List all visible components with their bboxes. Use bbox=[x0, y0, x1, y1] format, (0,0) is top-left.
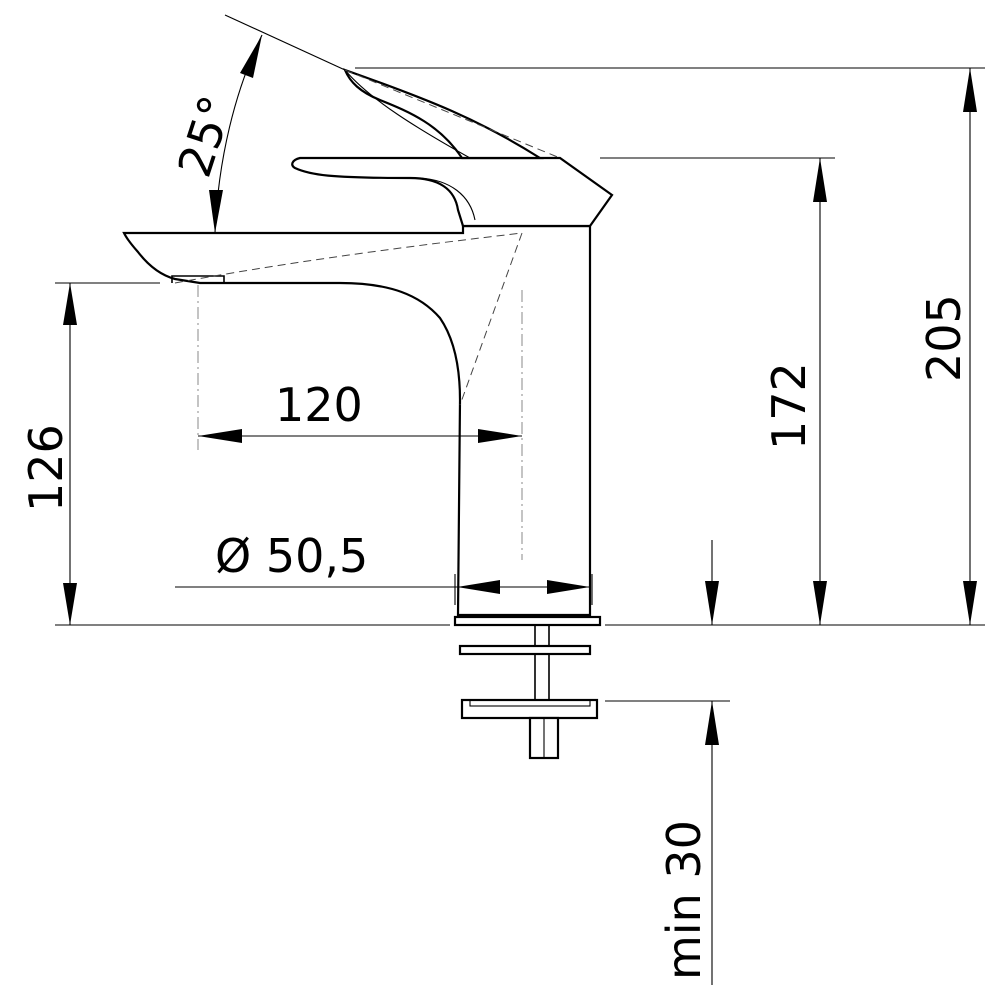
threaded-rod bbox=[534, 624, 550, 701]
dim-reach bbox=[198, 429, 522, 443]
mounting-hardware bbox=[453, 615, 602, 760]
dim-total-height-label: 205 bbox=[917, 294, 971, 382]
lever-raised bbox=[343, 68, 544, 160]
reference-lines bbox=[55, 14, 985, 702]
dim-lever-angle-label: 25° bbox=[167, 89, 244, 183]
dim-diameter bbox=[175, 574, 593, 605]
dim-diameter-label: Ø 50,5 bbox=[215, 529, 368, 583]
dim-body-height-label: 172 bbox=[762, 362, 816, 450]
dim-min-clearance-label: min 30 bbox=[657, 820, 711, 980]
construction-lines bbox=[174, 69, 561, 560]
dim-lever-angle bbox=[209, 34, 263, 234]
dim-total-height bbox=[963, 68, 977, 625]
dim-spout-height bbox=[63, 283, 77, 625]
aerator bbox=[171, 275, 225, 283]
dim-body-height bbox=[813, 158, 827, 625]
washer bbox=[458, 644, 592, 656]
faucet-body bbox=[122, 68, 614, 617]
dim-min-clearance bbox=[705, 540, 719, 985]
base-plate bbox=[453, 615, 602, 627]
body-cylinder bbox=[122, 224, 592, 617]
lever-base bbox=[291, 156, 614, 228]
dim-reach-label: 120 bbox=[275, 378, 363, 432]
mounting-plate bbox=[460, 698, 599, 720]
dim-spout-height-label: 126 bbox=[19, 424, 73, 512]
